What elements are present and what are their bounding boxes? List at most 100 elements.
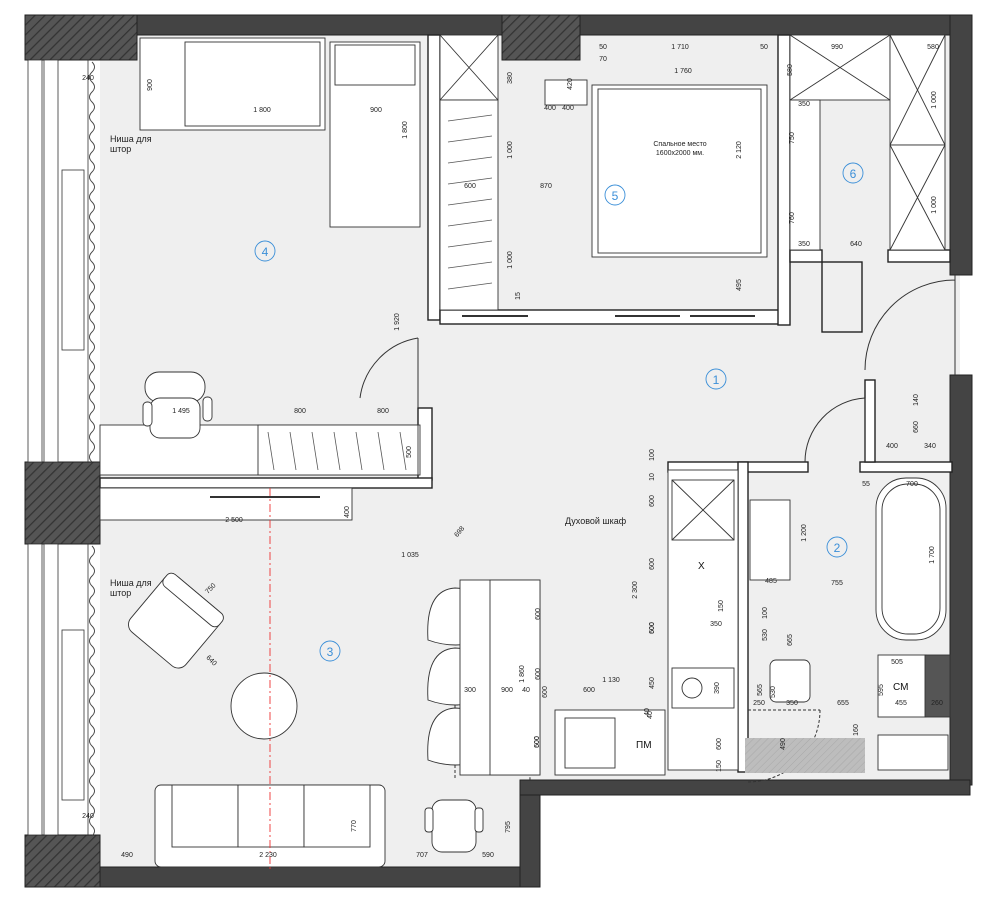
room-2-number: 2 (834, 541, 841, 555)
hanger-line (447, 135, 493, 143)
dimension-label: 350 (798, 101, 810, 108)
dimension-label: 640 (850, 241, 862, 248)
dimension-label: 1 200 (801, 524, 808, 542)
dimension-label: 665 (787, 634, 794, 646)
dimension-label: 600 (535, 608, 542, 620)
dimension-label: 795 (505, 821, 512, 833)
dimension-label: 655 (837, 700, 849, 707)
bed-double (591, 84, 768, 258)
dimension-label: 750 (789, 132, 796, 144)
dimension-label: 600 (649, 495, 656, 507)
curtain-niche-bottom-line1: Ниша для (110, 578, 152, 588)
armchair (128, 572, 224, 669)
dimension-label: 350 (798, 241, 810, 248)
dimension-label: 1 035 (401, 552, 419, 559)
dimension-label: 600 (649, 622, 656, 634)
dimension-label: 600 (542, 686, 549, 698)
dimension-label: 800 (294, 408, 306, 415)
dimension-label: 900 (370, 107, 382, 114)
hanger-line (355, 431, 363, 471)
dimension-label: 350 (710, 621, 722, 628)
hanger-line (377, 431, 385, 471)
dimension-label: 660 (913, 421, 920, 433)
radiators (61, 169, 85, 801)
dimension-label: 390 (714, 682, 721, 694)
dimension-label: 600 (535, 668, 542, 680)
dimension-label: 800 (377, 408, 389, 415)
dimension-label: 1 495 (172, 408, 190, 415)
office-chair-top (142, 371, 213, 439)
bed-single (139, 37, 588, 228)
exterior-walls (24, 14, 973, 888)
dimension-label: 150 (718, 600, 725, 612)
dimension-label: 1 000 (931, 91, 938, 109)
wardrobes (99, 34, 946, 521)
dimension-label: 350 (786, 700, 798, 707)
dimension-label: 100 (649, 449, 656, 461)
dimension-label: 40 (644, 708, 651, 716)
dimension-label: 50 (599, 44, 607, 51)
bed-caption-line2: 1600х2000 мм. (656, 150, 704, 157)
dimension-label: 600 (716, 738, 723, 750)
dimension-label: 505 (891, 659, 903, 666)
oven-label: Духовой шкаф (565, 516, 627, 526)
dimension-label: 240 (82, 813, 94, 820)
dimension-label: 455 (895, 700, 907, 707)
dimension-label: 530 (762, 629, 769, 641)
dimension-label: 300 (464, 687, 476, 694)
dimension-label: 1 800 (253, 107, 271, 114)
dimension-label: 400 (344, 506, 351, 518)
dimension-label: 700 (906, 481, 918, 488)
dimension-label: 160 (853, 724, 860, 736)
dimension-label: 100 (762, 607, 769, 619)
dimension-label: 755 (831, 580, 843, 587)
curtain-niche-top-line1: Ниша для (110, 134, 152, 144)
dimension-label: 2 120 (736, 141, 743, 159)
dimension-label: 500 (406, 446, 413, 458)
room-6-number: 6 (850, 167, 857, 181)
dimension-label: 400 (562, 105, 574, 112)
dimension-label: 15 (515, 292, 522, 300)
interior-walls (99, 34, 953, 773)
hanger-line (333, 431, 341, 471)
fridge-x-label: X (698, 561, 705, 572)
dimension-label: 1 860 (519, 665, 526, 683)
dimension-label: 870 (540, 183, 552, 190)
hanger-line (447, 240, 493, 248)
dimension-label: 770 (351, 820, 358, 832)
dimension-label: 1 920 (394, 313, 401, 331)
hanger-line (447, 282, 493, 290)
dimension-label: 1 000 (507, 251, 514, 269)
dimension-label: 495 (736, 279, 743, 291)
dimension-label: 450 (649, 677, 656, 689)
dimension-label: 10 (649, 473, 656, 481)
dimension-label: 580 (927, 44, 939, 51)
dimension-label: 1 130 (602, 677, 620, 684)
room-3-number: 3 (327, 645, 334, 659)
dimension-label: 600 (649, 622, 656, 634)
dimension-label: 1 760 (674, 68, 692, 75)
bathroom-floor-tile (745, 738, 865, 773)
dimension-label: 380 (507, 72, 514, 84)
dimension-label: 565 (757, 684, 764, 696)
room-markers (254, 162, 864, 662)
curtain-niche-top-line2: штор (110, 144, 131, 154)
room-5-number: 5 (612, 189, 619, 203)
dimension-label: 1 800 (402, 121, 409, 139)
hanger-line (447, 114, 493, 122)
dimension-label: 70 (599, 56, 607, 63)
hanger-line (447, 177, 493, 185)
dimension-label: 707 (416, 852, 428, 859)
room-1-number: 1 (713, 373, 720, 387)
dimension-label: 900 (147, 79, 154, 91)
dimension-label: 1 710 (671, 44, 689, 51)
bed-caption-line1: Спальное место (653, 141, 706, 148)
dimension-label: 990 (831, 44, 843, 51)
dimension-label: 400 (544, 105, 556, 112)
dimension-label: 150 (716, 760, 723, 772)
hanger-line (267, 431, 275, 471)
dimension-label: 250 (753, 700, 765, 707)
dimension-label: 590 (482, 852, 494, 859)
dimension-label: 530 (770, 686, 777, 698)
